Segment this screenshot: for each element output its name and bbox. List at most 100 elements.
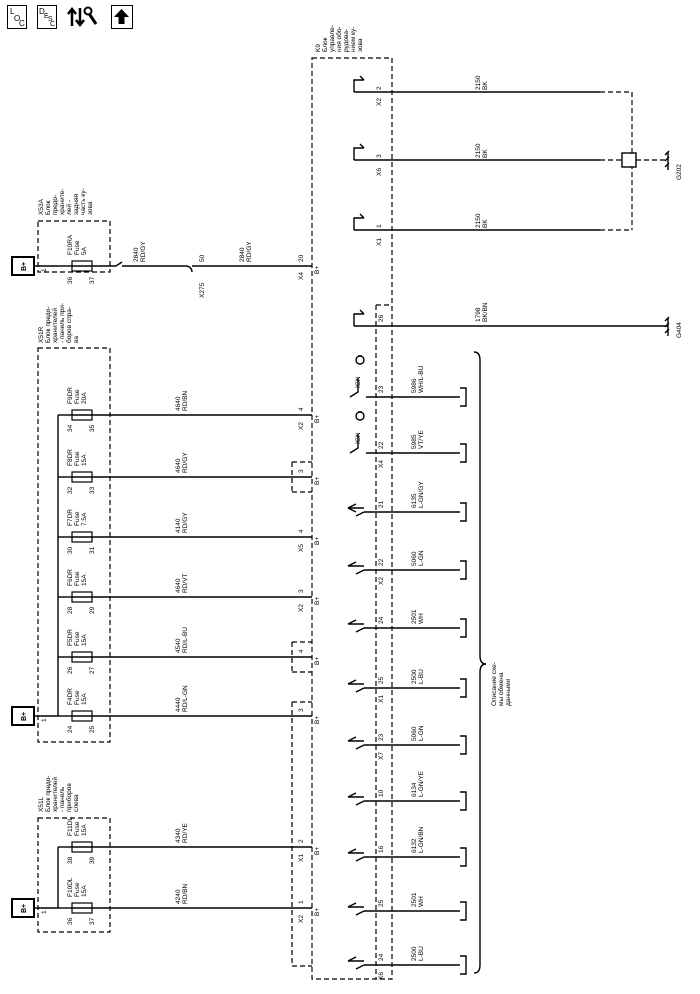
pin-number: 3 bbox=[298, 589, 305, 593]
fuse-type: Fuse bbox=[74, 690, 81, 705]
wire-number: 6132 bbox=[411, 838, 418, 853]
fuse-f8dr: F8DR Fuse 15A 32 33 4640 RD/GY 3 B+ bbox=[58, 449, 321, 494]
block-label-line: хранителей bbox=[51, 777, 59, 812]
fuse-f5dr: F5DR Fuse 15A 26 27 4540 RD/L-BU 4 B+ bbox=[58, 627, 321, 674]
bplus-label: B+ bbox=[314, 716, 321, 724]
bplus-label: B+ bbox=[314, 847, 321, 855]
data-circuit-8: 24 X6 2500 L-BU bbox=[347, 946, 467, 980]
fuse-pin: 36 bbox=[67, 917, 74, 925]
repair-tools-button[interactable] bbox=[66, 4, 100, 30]
wire-number: 5985 bbox=[411, 434, 418, 449]
fuse-amp: 7.5A bbox=[81, 512, 88, 526]
data-circuit-1: 22 X2 5060 L-GN bbox=[347, 550, 467, 585]
fuse-amp: 15A bbox=[81, 885, 88, 897]
fuse-block-x53a: X53A Блок предо- храните- лей - задняя ч… bbox=[11, 188, 123, 284]
wire-color: WH/L-BU bbox=[418, 365, 425, 393]
description-view-button[interactable]: D E S C bbox=[37, 5, 57, 29]
wire-color: RD/GY bbox=[182, 512, 189, 533]
fuse-type: Fuse bbox=[74, 389, 81, 404]
connector-label: X2 bbox=[298, 604, 305, 612]
pin-number: 4 bbox=[298, 407, 305, 411]
pin-x1-label: 1 bbox=[41, 268, 48, 272]
pin-number: 4 bbox=[298, 529, 305, 533]
pin-number: 21 bbox=[378, 500, 385, 508]
connector-label: X5 bbox=[298, 544, 305, 552]
pin-number: 24 bbox=[378, 953, 385, 961]
data-scheme-note[interactable]: Описание схе- мы обмена данными bbox=[491, 662, 512, 706]
ground-label: G202 bbox=[676, 164, 683, 180]
fuse-pin: 24 bbox=[67, 725, 74, 733]
data-circuit-4: 23 X7 5060 L-GN bbox=[347, 725, 467, 760]
fuse-pin: 30 bbox=[67, 546, 74, 554]
wire-color: RD/YE bbox=[182, 822, 189, 843]
fuse-pin: 25 bbox=[89, 725, 96, 733]
fuse-f10dl: F10DL Fuse 15A 36 37 4240 RD/BN 1 X2 B+ bbox=[58, 877, 321, 925]
wire-color: BK/BN bbox=[482, 302, 489, 322]
wire-number: 5986 bbox=[411, 378, 418, 393]
ignition-circuit-2: IGN 22 X4 5985 VT/YE bbox=[349, 411, 467, 468]
block-label-line: лей - bbox=[65, 200, 73, 215]
wire-number: 2501 bbox=[411, 609, 418, 624]
block-label-line: ва bbox=[73, 336, 80, 343]
connector-label: X6 bbox=[378, 972, 385, 980]
fuse-amp: 15A bbox=[81, 693, 88, 705]
connector-label: X2 bbox=[298, 422, 305, 430]
fuse-pin: 34 bbox=[67, 424, 74, 432]
fuse-type: Fuse bbox=[74, 571, 81, 586]
pin-number: 1 bbox=[376, 224, 383, 228]
location-view-button[interactable]: L O C bbox=[7, 5, 27, 29]
wire-color: L-GN bbox=[418, 550, 425, 566]
fuse-pin: 28 bbox=[67, 606, 74, 614]
loc-letter-o: O bbox=[14, 14, 21, 23]
wire-number: 2840 bbox=[239, 247, 246, 262]
updown-wrench-icon bbox=[67, 6, 98, 28]
fuse-block-x51r: X51R Блок предо- хранителей - панель при… bbox=[11, 303, 321, 743]
fuse-name: F8DR bbox=[67, 449, 74, 466]
wire-number: 2150 bbox=[475, 213, 482, 228]
fuse-amp: 15A bbox=[81, 574, 88, 586]
wire-color: L-GN/YE bbox=[418, 770, 425, 797]
block-label-line: предо- bbox=[52, 195, 59, 215]
connector-label: X2 bbox=[378, 577, 385, 585]
block-label-line: Блок bbox=[45, 200, 52, 215]
data-circuit-7: 25 2501 WH bbox=[347, 892, 467, 921]
up-button[interactable] bbox=[111, 5, 133, 29]
data-circuit-0: 21 6135 L-GN/GY bbox=[347, 481, 467, 522]
fuse-amp: 15A bbox=[81, 454, 88, 466]
block-label-line: X51L bbox=[38, 796, 45, 812]
connector-label: X1 bbox=[298, 854, 305, 862]
fuse-pin: 37 bbox=[89, 917, 96, 925]
fuse-name: F7DR bbox=[67, 509, 74, 526]
pin-number: 26 bbox=[378, 314, 385, 322]
wire-color: RD/BN bbox=[182, 883, 189, 904]
ignition-label: IGN bbox=[355, 432, 362, 444]
wire-number: 2500 bbox=[411, 946, 418, 961]
wire-number: 2150 bbox=[475, 143, 482, 158]
block-label-line: зова bbox=[87, 201, 94, 215]
wire-color: WH bbox=[418, 896, 425, 907]
bplus-label: B+ bbox=[314, 908, 321, 916]
wire-number: 4640 bbox=[175, 396, 182, 411]
ground-circuit-g404: 26 1798 BK/BN G404 bbox=[353, 302, 683, 338]
fuse-f11dl: F11DL Fuse 15A 38 39 4340 RD/YE 2 X1 B+ bbox=[58, 817, 321, 864]
wire-number: 4240 bbox=[175, 889, 182, 904]
fuse-amp: 5A bbox=[81, 246, 88, 255]
ground-circuits-g202: 2 X2 2150 BK 3 X6 2150 BK 1 X1 2150 BK G… bbox=[353, 75, 683, 246]
wire-number: 2500 bbox=[411, 669, 418, 684]
fuse-amp: 15A bbox=[81, 824, 88, 836]
pin-number: 16 bbox=[378, 845, 385, 853]
desc-letter-s: S bbox=[48, 16, 53, 23]
data-scheme-reference: Описание схе- мы обмена данными bbox=[473, 351, 512, 974]
arrow-up-icon bbox=[114, 9, 129, 24]
fuse-type: Fuse bbox=[74, 451, 81, 466]
wire-color: L-GN/GY bbox=[418, 481, 425, 508]
fuse-pin: 38 bbox=[67, 856, 74, 864]
fuse-f7dr: F7DR Fuse 7.5A 30 31 4140 RD/GY 4 X5 B+ bbox=[58, 509, 321, 554]
module-label-line: зова bbox=[357, 38, 364, 52]
ground-label: G404 bbox=[676, 322, 683, 338]
wire-color: L-GN bbox=[418, 725, 425, 741]
wire-color: RD/GY bbox=[246, 241, 253, 262]
module-label-line: Блок bbox=[322, 37, 329, 52]
bplus-label: B+ bbox=[21, 262, 28, 271]
